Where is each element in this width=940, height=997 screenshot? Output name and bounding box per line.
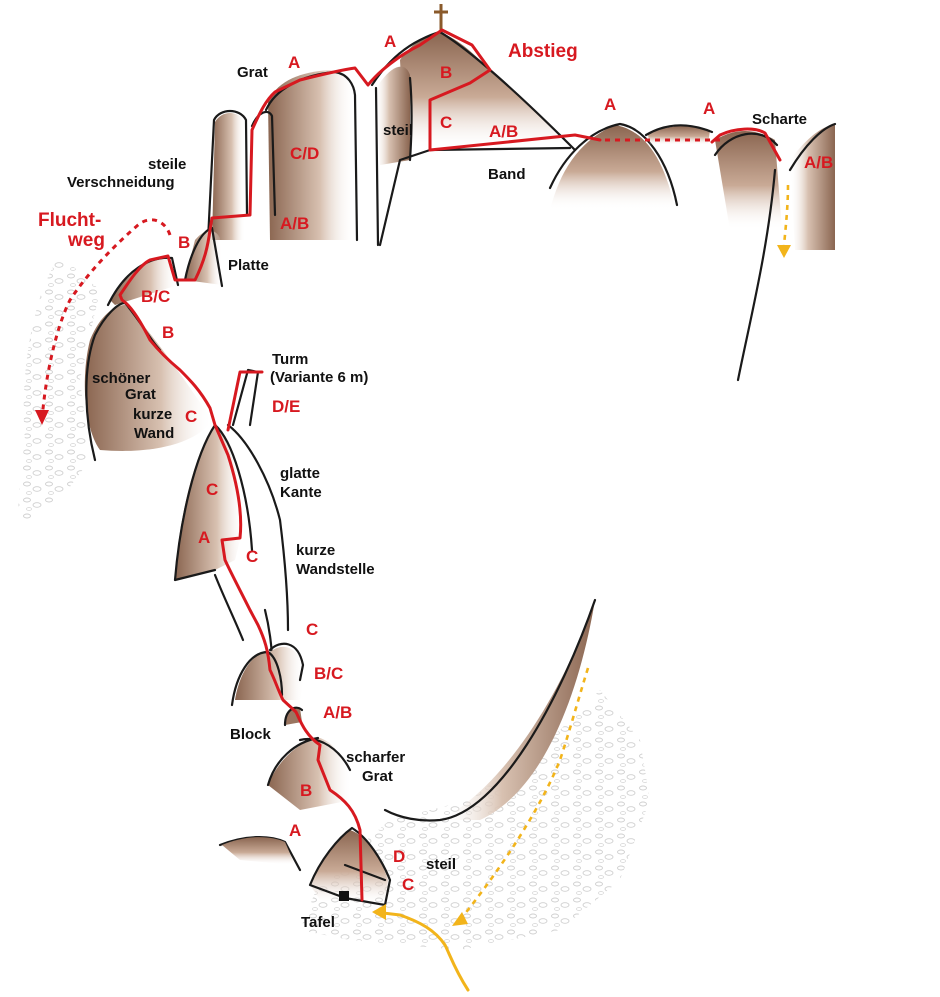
grade-cd: C/D [290, 144, 319, 163]
grade-b-flucht: B [178, 233, 190, 252]
grade-c-summit: C [440, 113, 452, 132]
grade-b-upper: B [162, 323, 174, 342]
lower-ridge-outline [215, 575, 272, 660]
label-schoener: schöner [92, 370, 151, 387]
label-block: Block [230, 726, 272, 743]
summit-cross-icon [434, 4, 448, 32]
grade-a-lower: A [289, 821, 301, 840]
band-outline [380, 148, 570, 245]
label-band: Band [488, 166, 526, 183]
grade-ab-mid: A/B [280, 214, 309, 233]
grade-a-grat: A [288, 53, 300, 72]
label-kante: Kante [280, 484, 322, 501]
grade-ab-scharte: A/B [804, 153, 833, 172]
grade-a-summit: A [384, 32, 396, 51]
label-turm: Turm [272, 351, 308, 368]
grade-a-ridge1: A [604, 95, 616, 114]
descent-arrowhead-scharte [777, 245, 791, 258]
label-kurze-wand-1: kurze [133, 406, 172, 423]
grade-de: D/E [272, 397, 300, 416]
label-schoener-grat: Grat [125, 386, 156, 403]
label-steile: steile [148, 156, 186, 173]
grade-bc-lower: B/C [314, 664, 343, 683]
grade-ab-band: A/B [489, 122, 518, 141]
label-weg: weg [67, 230, 105, 251]
grade-b-lower: B [300, 781, 312, 800]
steil-rock [375, 67, 410, 165]
right-wall-rock [790, 125, 835, 250]
grade-a-kante: A [198, 528, 210, 547]
verschneidung-rock [212, 113, 245, 240]
descent-path-scharte [784, 185, 788, 245]
label-verschneidung: Verschneidung [67, 174, 175, 191]
label-scharte: Scharte [752, 111, 807, 128]
label-flucht: Flucht- [38, 210, 101, 231]
grade-c-wandstelle: C [246, 547, 258, 566]
label-turm-variante: (Variante 6 m) [270, 369, 368, 386]
label-wandstelle-1: kurze [296, 542, 335, 559]
label-scharfer-grat: Grat [362, 768, 393, 785]
grade-bc-upper: B/C [141, 287, 170, 306]
grade-b-summit: B [440, 63, 452, 82]
label-abstieg: Abstieg [508, 41, 578, 62]
label-steil-bottom: steil [426, 856, 456, 873]
grade-d-lower: D [393, 847, 405, 866]
label-steil-top: steil [383, 122, 413, 139]
grade-c-kante: C [206, 480, 218, 499]
grade-a-ridge2: A [703, 99, 715, 118]
grade-ab-lower: A/B [323, 703, 352, 722]
label-scharfer: scharfer [346, 749, 405, 766]
grade-c-wand: C [185, 407, 197, 426]
kante-rock [175, 425, 245, 580]
label-tafel: Tafel [301, 914, 335, 931]
label-wandstelle-2: Wandstelle [296, 561, 375, 578]
grade-c-bottom: C [402, 875, 414, 894]
label-platte: Platte [228, 257, 269, 274]
label-kurze-wand-2: Wand [134, 425, 174, 442]
tafel-sign-icon [339, 891, 349, 901]
label-grat: Grat [237, 64, 268, 81]
grade-c-lower: C [306, 620, 318, 639]
turm-outline [233, 370, 258, 425]
label-glatte: glatte [280, 465, 320, 482]
